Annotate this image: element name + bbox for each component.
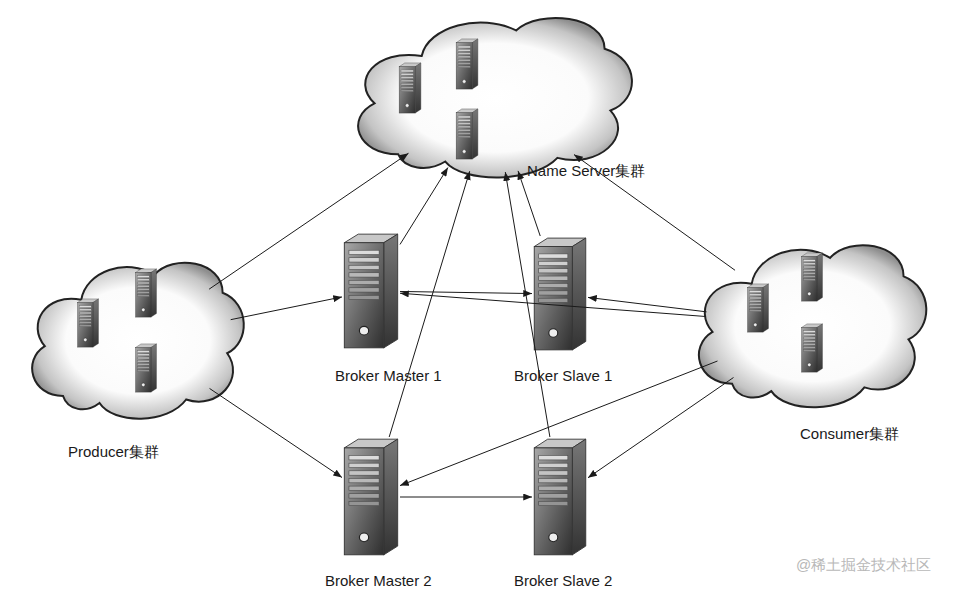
- server-graphic: [344, 234, 397, 348]
- broker-server: Broker Slave 2: [532, 437, 588, 557]
- server-icon: [342, 437, 400, 557]
- server-icon: [532, 437, 588, 557]
- connector-arrow: [574, 155, 735, 271]
- broker-server: Broker Master 2: [342, 437, 400, 557]
- cloud-path: [32, 263, 244, 419]
- connector-arrow: [400, 293, 706, 316]
- cluster-cloud: Name Server集群: [345, 5, 640, 187]
- cloud-outline: [345, 5, 640, 187]
- broker-server: Broker Slave 1: [532, 236, 588, 352]
- cluster-cloud: Consumer集群: [688, 232, 933, 417]
- connector-arrow: [400, 168, 448, 245]
- cloud-path: [358, 18, 632, 177]
- server-icon: [342, 232, 400, 350]
- server-icon: [532, 236, 588, 352]
- cloud-outline: [688, 232, 933, 417]
- connector-arrow: [400, 361, 717, 486]
- connector-arrow: [518, 171, 540, 236]
- connector-arrow: [505, 172, 550, 437]
- node-label: Broker Slave 1: [514, 367, 612, 385]
- broker-server: Broker Master 1: [342, 232, 400, 350]
- connector-arrow: [400, 497, 532, 498]
- watermark: @稀土掘金技术社区: [796, 556, 931, 574]
- connector-arrow: [209, 153, 408, 289]
- node-label: Name Server集群: [527, 162, 645, 180]
- cloud-outline: [22, 250, 250, 428]
- connector-arrow: [588, 297, 707, 311]
- node-label: Producer集群: [68, 443, 159, 461]
- node-label: Broker Slave 2: [514, 572, 612, 590]
- connector-arrow: [588, 378, 733, 478]
- node-label: Broker Master 2: [325, 572, 432, 590]
- server-graphic: [534, 238, 586, 350]
- server-graphic: [534, 439, 586, 555]
- node-label: Broker Master 1: [335, 367, 442, 385]
- connector-arrow: [231, 297, 342, 320]
- connector-arrow: [210, 388, 342, 477]
- connector-arrow: [400, 291, 532, 293]
- server-graphic: [344, 439, 397, 555]
- connector-arrow: [389, 171, 470, 437]
- node-label: Consumer集群: [800, 425, 899, 443]
- cluster-cloud: Producer集群: [22, 250, 250, 428]
- cloud-path: [699, 245, 926, 407]
